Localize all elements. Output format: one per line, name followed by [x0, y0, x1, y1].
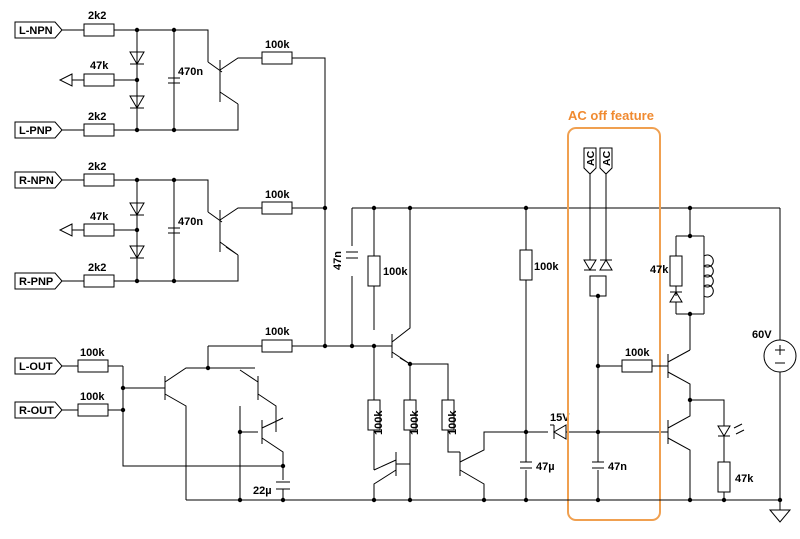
resistor-100k-rout	[77, 403, 109, 417]
port-l-out-label: L-OUT	[19, 361, 53, 373]
relay-stage: 47k 47k	[650, 208, 754, 500]
label-100k-a: 100k	[373, 410, 385, 435]
resistor-100k-ac	[621, 359, 653, 373]
port-l-npn: L-NPN	[14, 21, 63, 39]
label-47u: 47µ	[536, 461, 555, 473]
resistor-100k-a	[367, 399, 381, 431]
resistor-100k-mid	[261, 201, 293, 215]
label-47n-ac: 47n	[608, 461, 627, 473]
label-47k-2: 47k	[90, 211, 109, 223]
label-100k-mid: 100k	[265, 189, 290, 201]
indicator-led	[717, 423, 745, 462]
coil-diode	[669, 291, 683, 314]
resistor-2k2-1	[83, 23, 115, 37]
resistor-100k-right	[519, 249, 533, 281]
centre-amp-block: 47n 100k 100k 100k 100k	[332, 207, 780, 500]
label-47k-coil: 47k	[650, 264, 669, 276]
ac-off-highlight-box	[567, 127, 661, 521]
resistor-47k-2	[83, 223, 115, 237]
resistor-47k-coil	[669, 255, 683, 287]
label-100k-low: 100k	[265, 326, 290, 338]
left-driver-block: L-NPN L-PNP 2k2 2k2 47k 470n	[14, 10, 326, 346]
ground-symbol	[768, 509, 792, 523]
label-100k-c: 100k	[447, 410, 459, 435]
resistor-100k-b	[403, 399, 417, 431]
label-47k-led: 47k	[735, 473, 754, 485]
label-100k-vert: 100k	[383, 266, 408, 278]
port-r-out: R-OUT	[14, 401, 63, 419]
label-100k-top: 100k	[265, 39, 290, 51]
junction-dots	[120, 27, 783, 503]
label-470n-2: 470n	[178, 216, 203, 228]
port-ac-1: AC	[583, 147, 597, 175]
resistor-2k2-3	[83, 173, 115, 187]
label-2k2-2: 2k2	[88, 111, 106, 123]
port-r-npn-label: R-NPN	[19, 175, 54, 187]
zener-15v	[550, 424, 567, 440]
resistor-47k-1	[83, 73, 115, 87]
port-r-out-label: R-OUT	[19, 405, 54, 417]
right-driver-block: R-NPN R-PNP 2k2 2k2 47k 470n 100k	[14, 161, 325, 290]
label-22u: 22µ	[253, 485, 272, 497]
supply-60v: 60V	[752, 208, 797, 523]
port-l-pnp: L-PNP	[14, 121, 63, 139]
label-100k-b: 100k	[409, 410, 421, 435]
label-2k2-4: 2k2	[88, 262, 106, 274]
resistor-2k2-4	[83, 274, 115, 288]
resistor-100k-lout	[77, 359, 109, 373]
diode-l-upper	[129, 51, 145, 65]
label-100k-lout: 100k	[80, 347, 105, 359]
label-47k-1: 47k	[90, 60, 109, 72]
transistor-r-pnp	[219, 230, 239, 256]
label-15v: 15V	[550, 412, 570, 424]
resistor-100k-c	[441, 399, 455, 431]
label-2k2-3: 2k2	[88, 161, 106, 173]
transistor-l-npn	[207, 57, 262, 84]
label-47n-left: 47n	[332, 251, 344, 270]
label-100k-ac: 100k	[625, 347, 650, 359]
resistor-2k2-2	[83, 123, 115, 137]
port-l-npn-label: L-NPN	[19, 25, 53, 37]
port-l-out: L-OUT	[14, 357, 63, 375]
port-l-pnp-label: L-PNP	[19, 125, 52, 137]
ac-off-title: AC off feature	[568, 108, 654, 123]
label-2k2-1: 2k2	[88, 10, 106, 22]
output-sense-block: L-OUT R-OUT 100k 100k 100k 22µ	[14, 326, 392, 500]
delay-branch: 100k 15V 47µ	[519, 208, 668, 500]
optocoupler-diodes	[583, 259, 613, 297]
resistor-100k-top	[261, 51, 293, 65]
label-100k-rout: 100k	[80, 391, 105, 403]
port-ac-1-label: AC	[585, 150, 597, 166]
relay-coil	[703, 254, 714, 298]
diode-r-upper	[129, 202, 145, 216]
port-ac-2: AC	[599, 147, 613, 175]
transistor-l-pnp	[219, 80, 239, 105]
resistor-100k-low	[261, 339, 293, 353]
port-r-pnp: R-PNP	[14, 272, 63, 290]
transistor-r-npn	[207, 207, 262, 234]
resistor-47k-led	[717, 461, 731, 493]
diode-r-lower	[129, 245, 145, 259]
diode-l-lower	[129, 95, 145, 109]
label-100k-right: 100k	[534, 261, 559, 273]
label-60v: 60V	[752, 329, 772, 341]
resistor-100k-vert	[367, 255, 381, 287]
ac-off-feature: AC off feature AC AC 100k 47n	[567, 108, 668, 521]
label-470n-1: 470n	[178, 66, 203, 78]
port-r-npn: R-NPN	[14, 171, 63, 189]
port-ac-2-label: AC	[601, 150, 613, 166]
port-r-pnp-label: R-PNP	[19, 276, 53, 288]
